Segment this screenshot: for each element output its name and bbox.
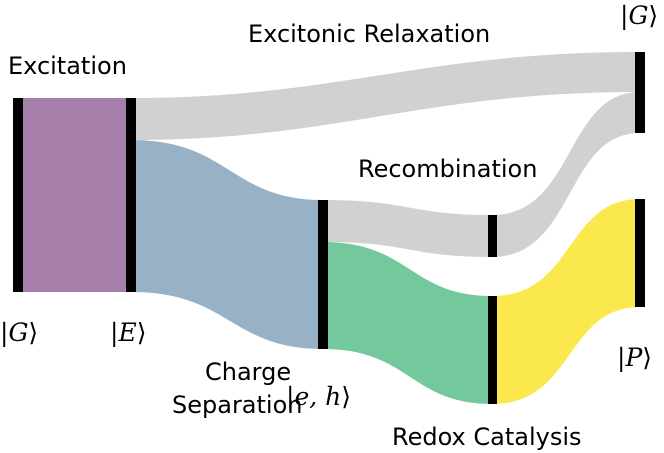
flow-redox-catalysis-charge: [323, 242, 492, 404]
flow-recombination-return: [492, 92, 640, 257]
flow-charge-separation: [131, 140, 323, 349]
node-ground-left: [13, 98, 23, 292]
flow-recombination: [323, 200, 492, 257]
node-recombination-mid: [488, 215, 497, 257]
node-ground-right: [635, 52, 645, 133]
flow-redox-catalysis-product: [492, 199, 640, 404]
label-charge: Charge: [205, 358, 291, 386]
node-product: [635, 199, 645, 307]
label-excitation: Excitation: [8, 52, 127, 80]
node-excited: [126, 98, 136, 292]
ket-electron-hole: |e, h⟩: [286, 382, 351, 412]
label-recombination: Recombination: [358, 155, 537, 183]
ket-product: |P⟩: [617, 343, 652, 373]
ket-ground-left: |G⟩: [0, 318, 38, 348]
ket-ground-right: |G⟩: [620, 1, 658, 31]
node-catalysis-mid: [488, 296, 497, 404]
label-separation: Separation: [172, 391, 303, 419]
flow-excitonic-relaxation: [131, 52, 640, 140]
label-redox-catalysis: Redox Catalysis: [392, 423, 582, 451]
node-electron-hole: [318, 200, 328, 349]
flow-excitation: [18, 98, 131, 292]
label-excitonic-relaxation: Excitonic Relaxation: [248, 20, 490, 48]
ket-excited: |E⟩: [110, 318, 146, 348]
